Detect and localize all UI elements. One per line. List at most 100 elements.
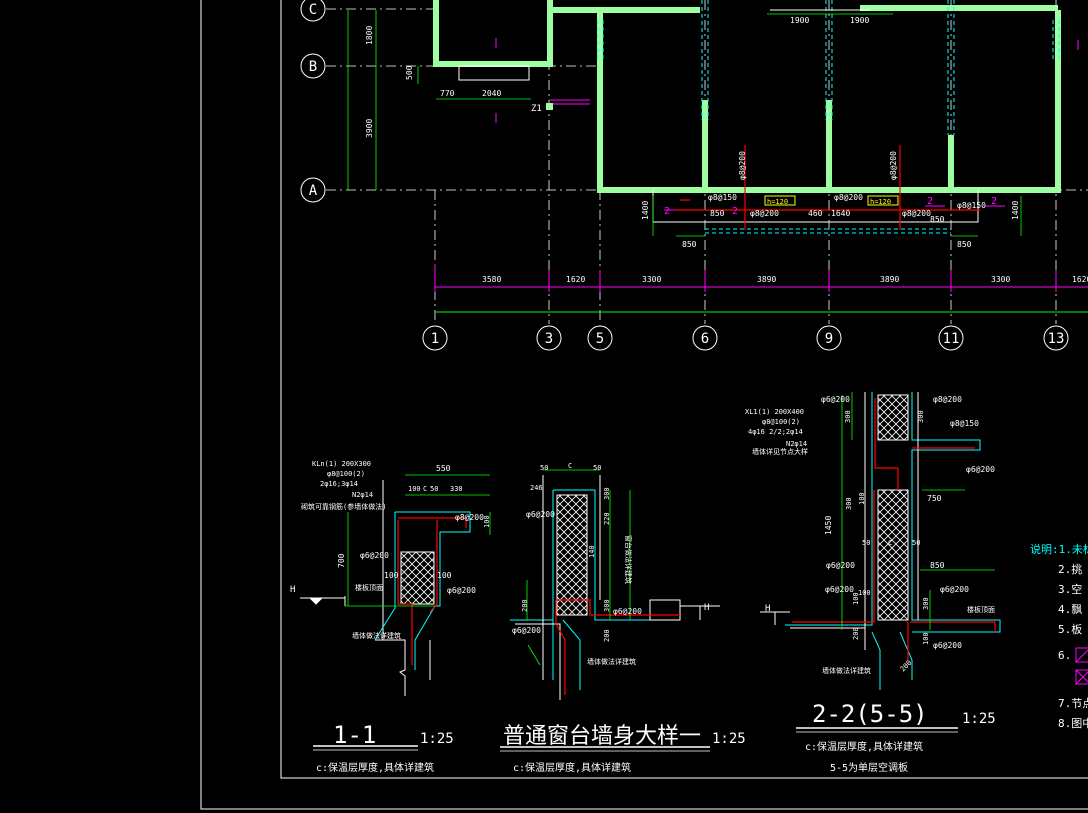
rebar-label: N2φ14: [352, 491, 373, 499]
dim-text: 100: [483, 515, 491, 528]
rebar-label: φ6@200: [613, 607, 642, 616]
section-note: c:保温层厚度,具体详建筑: [513, 761, 631, 774]
notes-heading: 说明:1.未标明: [1030, 542, 1088, 556]
beam-label: XL1(1) 200X400: [745, 408, 804, 416]
rebar-label: φ6@200: [512, 626, 541, 635]
note-item: 2.挑: [1058, 562, 1082, 576]
section-title: 2-2(5-5): [812, 700, 928, 728]
grid-row-label: C: [309, 2, 317, 18]
plan-rebar: [676, 145, 980, 230]
dim-text: 300: [844, 410, 852, 423]
general-notes: 说明:1.未标明 2.挑 3.空 4.飘 5.板 6. 7.节点 8.图中: [1030, 542, 1088, 730]
dim-text: 850: [957, 240, 972, 249]
rebar-label: φ8@200: [738, 151, 747, 180]
dim-text: 1900: [790, 16, 809, 25]
rebar-label: φ6@200: [826, 561, 855, 570]
grid-col-label: 9: [825, 331, 833, 347]
section-scale: 1:25: [420, 731, 454, 747]
section-mark: 2: [991, 196, 997, 207]
dim-text: 100: [408, 485, 421, 493]
drawing-frame: [200, 0, 1088, 810]
rebar-label: φ6@200: [933, 641, 962, 650]
section-scale: 1:25: [712, 731, 746, 747]
dim-text: C: [568, 462, 572, 470]
dim-text: 200: [603, 629, 611, 642]
dim-text: 1800: [365, 26, 374, 45]
dim-text: 330: [450, 485, 463, 493]
grid-col-label: 5: [596, 331, 604, 347]
insulation-block: [400, 551, 435, 605]
section-2-2: XL1(1) 200X400 φ8@100(2) 4φ16 2/2;2φ14 N…: [745, 392, 1001, 774]
rebar-label: φ6@200: [825, 585, 854, 594]
section-window-sill: 50 C 50 246 220 300 300 200 140 200 φ6@2…: [500, 462, 746, 774]
rebar-label: φ8@150: [957, 201, 986, 210]
section-title: 1-1: [333, 721, 376, 749]
col-spacing: 3580: [482, 275, 501, 284]
rebar-label: φ6@200: [447, 586, 476, 595]
note-item: 8.图中: [1058, 717, 1088, 730]
col-spacing: 1620: [1072, 275, 1088, 284]
dim-text: 100: [852, 592, 860, 605]
dimension-chain: [434, 264, 1088, 292]
section-note: c:保温层厚度,具体详建筑: [316, 761, 434, 774]
floor-plan: Z1 2 2 2 2 h=120 h=120 φ8@150 φ8@200 φ8@…: [300, 0, 1088, 351]
rebar-label: φ8@200: [750, 209, 779, 218]
note: 砌筑可靠钢筋(参墙体做法): [301, 502, 386, 511]
dim-text: 300: [845, 497, 853, 510]
rebar-label: φ8@150: [708, 193, 737, 202]
plan-dim-lines: [347, 10, 1022, 237]
rebar-label: φ6@200: [821, 395, 850, 404]
dim-text: 200: [521, 599, 529, 612]
dim-text: 500: [405, 65, 414, 80]
note: 墙体详见节点大样: [752, 447, 808, 456]
dim-text: 200: [899, 659, 914, 674]
note: 墙体做法详建筑: [587, 657, 636, 666]
col-spacing: 1620: [566, 275, 585, 284]
dim-text: 140: [588, 545, 596, 558]
dim-text: 300: [603, 487, 611, 500]
grid-col-label: 3: [545, 331, 553, 347]
rebar-label: φ8@200: [902, 209, 931, 218]
rebar-label: φ8@200: [889, 151, 898, 180]
dim-text: 1900: [850, 16, 869, 25]
dim-text: 1400: [641, 201, 650, 220]
section-note: c:保温层厚度,具体详建筑: [805, 740, 923, 753]
beam-label: KLn(1) 200X300: [312, 460, 371, 468]
dim-text: 200: [852, 627, 860, 640]
dim-text: 850: [930, 215, 945, 224]
dim-text: 50: [430, 485, 438, 493]
rebar-label: φ8@150: [950, 419, 979, 428]
note: 墙体做法详建筑: [822, 666, 871, 675]
dim-text: 1640: [831, 209, 850, 218]
section-note: 5-5为单层空调板: [830, 761, 908, 774]
dim-text: 550: [436, 464, 451, 473]
slab-thickness: h=120: [767, 198, 788, 206]
rebar-label: φ8@200: [834, 193, 863, 202]
rebar-label: φ6@200: [360, 551, 389, 560]
rebar-label: φ8@100(2): [327, 470, 365, 478]
dim-text: 100: [858, 589, 871, 597]
grid-bubbles: [300, 0, 1069, 351]
rebar-label: φ8@200: [933, 395, 962, 404]
col-spacing: 3300: [991, 275, 1010, 284]
legend-swatch: [1075, 669, 1088, 685]
plan-section-marks: [495, 38, 1079, 211]
grid-col-label: 6: [701, 331, 709, 347]
rebar-label: φ6@200: [940, 585, 969, 594]
dim-text: 300: [917, 410, 925, 423]
dim-text: 850: [710, 209, 725, 218]
plan-dashed-beams: [597, 0, 1060, 234]
dim-text: 300: [603, 599, 611, 612]
dim-text: 460: [808, 209, 823, 218]
elevation-label: H: [704, 603, 709, 613]
grid-row-label: A: [309, 183, 318, 199]
rebar-label: φ8@100(2): [762, 418, 800, 426]
section-mark: 2: [927, 196, 933, 207]
section-1-1: KLn(1) 200X300 φ8@100(2) 2φ16;3φ14 N2φ14…: [290, 460, 491, 774]
note: 窗台做法详建筑: [624, 535, 633, 584]
note: 楼板顶面: [967, 605, 995, 614]
dim-text: 100: [384, 571, 399, 580]
dim-text: 100: [922, 632, 930, 645]
dim-text: C: [423, 485, 427, 493]
